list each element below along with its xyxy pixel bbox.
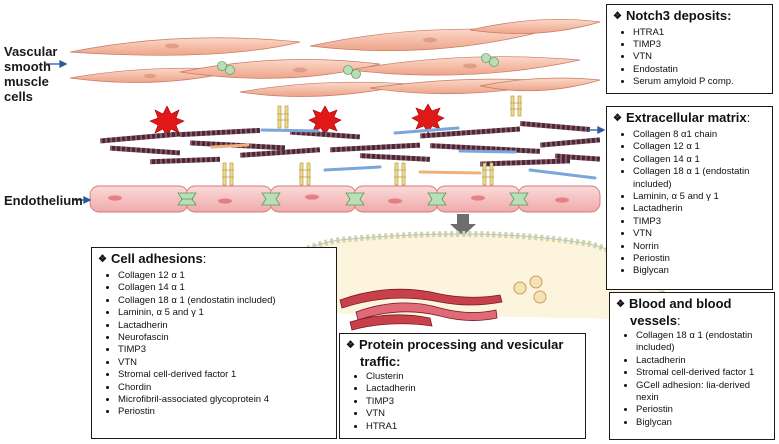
blood-list: Collagen 18 α 1 (endostatin included) La… [616,330,769,429]
list-item: Endostatin [633,64,767,76]
list-item: Stromal cell-derived factor 1 [636,367,769,379]
list-item: Norrin [633,241,767,253]
ecm-title: ❖Extracellular matrix: [613,110,751,125]
diamond-bullet-icon: ❖ [346,340,355,351]
diamond-bullet-icon: ❖ [98,254,107,265]
list-item: Neurofascin [118,332,331,344]
list-item: Biglycan [636,417,769,429]
list-item: Lactadherin [633,203,767,215]
blue-fibers [260,126,597,180]
endothelium-label: Endothelium [4,193,83,208]
list-item: Chordin [118,382,331,394]
list-item: Collagen 18 α 1 (endostatin included) [118,295,331,307]
endothelial-junctions [222,162,494,186]
notch3-title: ❖Notch3 deposits: [613,8,732,23]
protein-processing-box: ❖Protein processing and vesicular traffi… [339,333,586,439]
list-item: Collagen 8 α1 chain [633,129,767,141]
vesicles [513,275,547,304]
list-item: Periostin [636,404,769,416]
list-item: Serum amyloid P comp. [633,76,767,88]
blood-vessels-box: ❖Blood and blood vessels: Collagen 18 α … [609,292,775,440]
list-item: HTRA1 [633,27,767,39]
golgi-stack [339,288,503,331]
diamond-bullet-icon: ❖ [613,11,622,22]
diamond-bullet-icon: ❖ [613,113,622,124]
list-item: TIMP3 [633,39,767,51]
list-item: Lactadherin [118,320,331,332]
cell-adhesions-box: ❖Cell adhesions: Collagen 12 α 1 Collage… [91,247,337,439]
list-item: Laminin, α 5 and γ 1 [633,191,767,203]
protein-title: ❖Protein processing and vesicular traffi… [346,337,564,369]
list-item: Biglycan [633,265,767,277]
blood-title: ❖Blood and blood vessels: [616,296,732,328]
endothelial-nuclei [108,194,569,204]
list-item: VTN [366,408,580,420]
orange-fibers [210,143,482,175]
notch3-box: ❖Notch3 deposits: HTRA1 TIMP3 VTN Endost… [606,4,773,94]
list-item: VTN [118,357,331,369]
smooth-muscle-cell [69,37,301,56]
list-item: Clusterin [366,371,580,383]
ecm-list: Collagen 8 α1 chain Collagen 12 α 1 Coll… [613,129,767,278]
smc-junctions [277,95,522,129]
list-item: TIMP3 [118,344,331,356]
protein-list: Clusterin Lactadherin TIMP3 VTN HTRA1 [346,371,580,433]
list-item: Periostin [118,406,331,418]
smooth-muscle-cell [479,77,601,92]
list-item: Collagen 12 α 1 [118,270,331,282]
label-arrows [46,59,606,205]
adhesion-title: ❖Cell adhesions: [98,251,207,266]
diamond-bullet-icon: ❖ [616,299,625,310]
grey-down-arrow-icon [450,214,476,236]
list-item: Stromal cell-derived factor 1 [118,369,331,381]
list-item: Microfibril-associated glycoprotein 4 [118,394,331,406]
list-item: VTN [633,51,767,63]
smooth-muscle-cell [469,18,601,34]
endothelial-adhesions [177,192,529,206]
list-item: Collagen 14 α 1 [118,282,331,294]
list-item: Collagen 14 α 1 [633,154,767,166]
list-item: Lactadherin [636,355,769,367]
list-item: TIMP3 [366,396,580,408]
list-item: Collagen 18 α 1 (endostatin included) [633,166,767,191]
list-item: Collagen 12 α 1 [633,141,767,153]
list-item: Laminin, α 5 and γ 1 [118,307,331,319]
list-item: Periostin [633,253,767,265]
list-item: Collagen 18 α 1 (endostatin included) [636,330,769,355]
ecm-box: ❖Extracellular matrix: Collagen 8 α1 cha… [606,106,773,290]
notch3-list: HTRA1 TIMP3 VTN Endostatin Serum amyloid… [613,27,767,88]
adhesion-beads [217,53,499,79]
list-item: HTRA1 [366,421,580,433]
smooth-muscle-layer [69,18,601,97]
adhesion-list: Collagen 12 α 1 Collagen 14 α 1 Collagen… [98,270,331,419]
list-item: Lactadherin [366,383,580,395]
vsmc-label: Vascular smooth muscle cells [4,44,58,104]
list-item: VTN [633,228,767,240]
list-item: GCell adhesion: lia-derived nexin [636,380,769,405]
list-item: TIMP3 [633,216,767,228]
